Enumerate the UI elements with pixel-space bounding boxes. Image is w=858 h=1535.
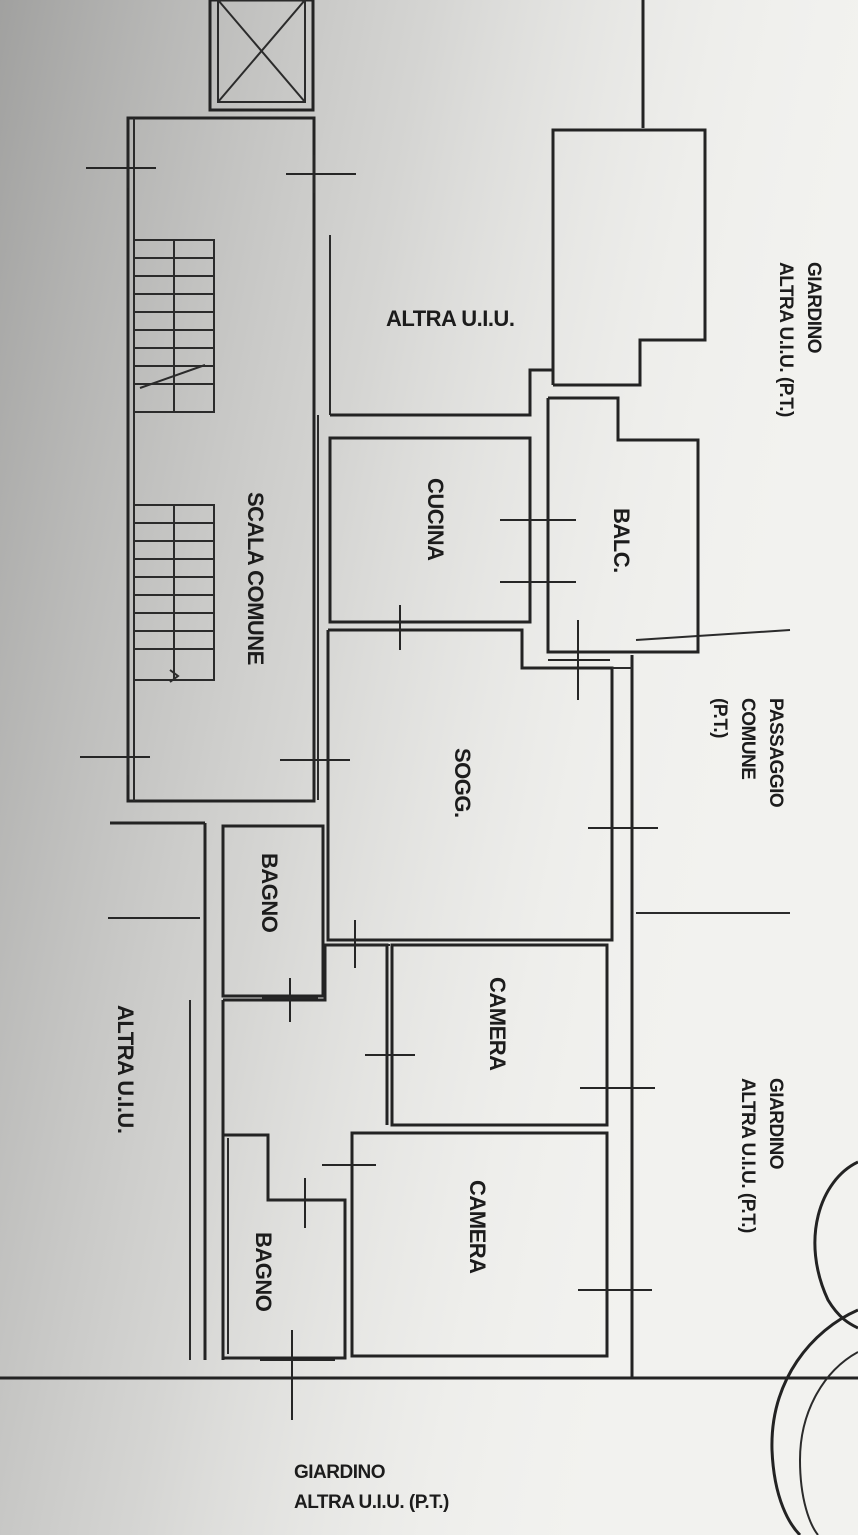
svg-text:ALTRA U.I.U. (P.T.): ALTRA U.I.U. (P.T.) <box>775 262 796 417</box>
elevator-icon <box>208 0 315 112</box>
svg-text:ALTRA U.I.U. (P.T.): ALTRA U.I.U. (P.T.) <box>737 1078 758 1233</box>
svg-text:COMUNE: COMUNE <box>737 698 758 779</box>
svg-text:ALTRA U.I.U. (P.T.): ALTRA U.I.U. (P.T.) <box>294 1492 449 1513</box>
label-sogg: SOGG. <box>450 748 475 818</box>
label-giardino-bottom: GIARDINO ALTRA U.I.U. (P.T.) <box>294 1462 449 1513</box>
svg-text:GIARDINO: GIARDINO <box>294 1462 385 1483</box>
label-bagno-1: BAGNO <box>257 853 282 933</box>
label-passaggio-comune: PASSAGGIO COMUNE (P.T.) <box>709 698 786 807</box>
label-bagno-2: BAGNO <box>251 1232 276 1312</box>
apartment-walls <box>221 396 700 1378</box>
svg-text:GIARDINO: GIARDINO <box>803 262 824 353</box>
seal-stamp-icon <box>770 1160 858 1535</box>
svg-text:GIARDINO: GIARDINO <box>765 1078 786 1169</box>
label-cucina: CUCINA <box>423 478 448 561</box>
stairwell <box>126 116 316 803</box>
label-altra-uiu-left: ALTRA U.I.U. <box>113 1005 138 1133</box>
stair-treads-lower <box>134 522 214 650</box>
stair-treads-upper <box>134 257 214 385</box>
label-camera-2: CAMERA <box>465 1180 490 1274</box>
svg-text:(P.T.): (P.T.) <box>709 698 730 738</box>
label-scala-comune: SCALA COMUNE <box>243 492 268 665</box>
label-altra-uiu-top: ALTRA U.I.U. <box>386 306 514 331</box>
label-giardino-top: GIARDINO ALTRA U.I.U. (P.T.) <box>775 262 824 417</box>
site-boundaries <box>0 0 858 1380</box>
label-balc: BALC. <box>609 508 634 573</box>
neighbour-unit-top <box>330 128 707 417</box>
svg-text:PASSAGGIO: PASSAGGIO <box>765 698 786 807</box>
opening-marks <box>80 150 658 1420</box>
label-giardino-right: GIARDINO ALTRA U.I.U. (P.T.) <box>737 1078 786 1233</box>
label-camera-1: CAMERA <box>485 977 510 1071</box>
